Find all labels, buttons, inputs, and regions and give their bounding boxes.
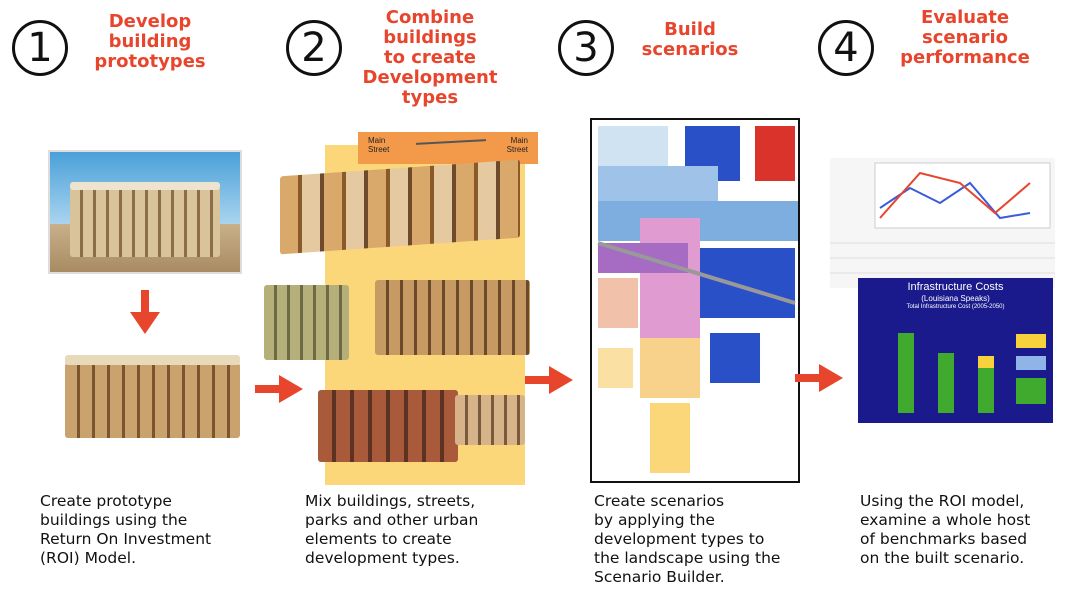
small-building-photo <box>264 285 349 360</box>
bar-option-c <box>978 368 994 413</box>
prototype-building-photo <box>48 150 242 274</box>
infrastructure-cost-chart: Infrastructure Costs (Louisiana Speaks) … <box>858 278 1053 423</box>
legend-box-green <box>1016 378 1046 404</box>
storefront-photo-2 <box>455 395 525 445</box>
step-4-number: 4 <box>818 20 874 76</box>
bar-option-b <box>938 353 954 413</box>
main-street-banner: Main Street Main Street <box>358 132 538 164</box>
down-arrow-icon <box>130 290 160 334</box>
bar-option-c-top <box>978 356 994 368</box>
step-2-number: 2 <box>286 20 342 76</box>
benchmark-line-chart <box>830 158 1055 288</box>
corner-building-photo <box>375 280 530 355</box>
right-arrow-icon <box>525 366 573 394</box>
infra-chart-caption: Total Infrastructure Cost (2005-2050) <box>906 304 1005 310</box>
bar-option-a <box>898 333 914 413</box>
step-4-description: Using the ROI model,examine a whole host… <box>860 492 1031 567</box>
step-1-number: 1 <box>12 20 68 76</box>
legend-box-blue <box>1016 356 1046 370</box>
step-3-number: 3 <box>558 20 614 76</box>
right-arrow-icon <box>795 364 843 392</box>
scenario-map <box>590 118 800 483</box>
infra-chart-subtitle: (Louisiana Speaks) <box>921 294 990 303</box>
right-arrow-icon <box>255 375 303 403</box>
street-storefront-photo <box>318 390 458 462</box>
step-2-description: Mix buildings, streets,parks and other u… <box>305 492 479 567</box>
prototype-building-rendered <box>65 355 240 440</box>
legend-box-yellow <box>1016 334 1046 348</box>
infra-chart-title: Infrastructure Costs <box>907 281 1004 293</box>
